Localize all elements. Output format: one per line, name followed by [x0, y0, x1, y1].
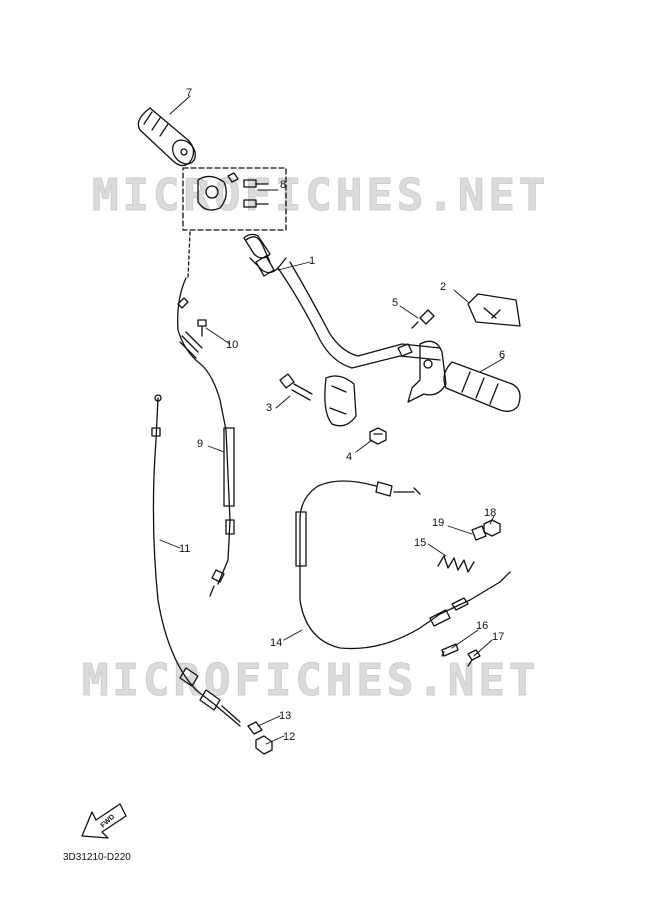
callout-4: 4: [346, 451, 353, 463]
brake-cable-part-14: [295, 480, 511, 650]
bolt-part-5: [411, 309, 435, 329]
screw-part-10: [197, 319, 207, 337]
callout-8: 8: [280, 179, 287, 191]
callout-9: 9: [197, 438, 204, 450]
callout-17: 17: [492, 631, 505, 643]
callout-1: 1: [309, 255, 316, 267]
watermark-top: MICROFICHES.NET: [91, 170, 550, 222]
bolt-part-17: [467, 649, 481, 667]
callout-5: 5: [392, 297, 399, 309]
callout-10: 10: [226, 339, 239, 351]
callout-3: 3: [266, 402, 273, 414]
watermark-bottom: MICROFICHES.NET: [81, 655, 540, 707]
brake-cable-part-11: [151, 394, 241, 727]
nut-part-4: [369, 427, 387, 445]
fwd-arrow-icon: [81, 803, 127, 839]
nut-part-12: [255, 735, 273, 755]
cover-plate-part-2: [467, 293, 521, 327]
callout-18: 18: [484, 507, 497, 519]
left-grip-part-7: [137, 107, 196, 167]
spring-part-15: [437, 555, 475, 573]
clip-part-16: [441, 643, 459, 657]
callout-12: 12: [283, 731, 296, 743]
callout-2: 2: [440, 281, 447, 293]
callout-14: 14: [270, 637, 283, 649]
callout-7: 7: [186, 87, 193, 99]
callout-15: 15: [414, 537, 427, 549]
throttle-housing-part-8: [182, 167, 287, 231]
adjuster-part-13: [247, 721, 263, 735]
handlebar-part-1: [243, 233, 441, 427]
callout-19: 19: [432, 517, 445, 529]
nut-part-18: [483, 519, 501, 537]
pin-part-19: [471, 525, 487, 541]
callout-13: 13: [279, 710, 292, 722]
callout-11: 11: [179, 543, 191, 555]
callout-16: 16: [476, 620, 489, 632]
throttle-cable-part-9: [177, 231, 235, 597]
right-grip-part-6: [397, 340, 521, 412]
callout-6: 6: [499, 349, 506, 361]
bolt-part-3: [279, 373, 313, 401]
diagram-code: 3D31210-D220: [63, 852, 131, 863]
